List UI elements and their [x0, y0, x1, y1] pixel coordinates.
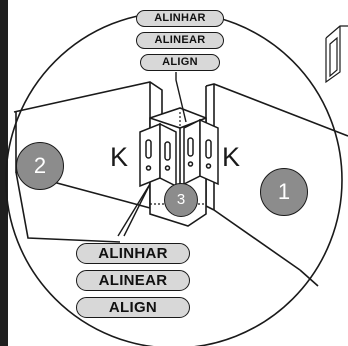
part-badge-3: 3	[164, 183, 198, 217]
align-label-top-pt: ALINHAR	[136, 10, 224, 27]
align-label-top-es: ALINEAR	[136, 32, 224, 49]
part-badge-2: 2	[16, 142, 64, 190]
bracket-right	[184, 120, 218, 184]
k-marker-right: K	[222, 144, 240, 171]
align-label-bottom-pt: ALINHAR	[76, 243, 190, 264]
align-label-bottom-es: ALINEAR	[76, 270, 190, 291]
cabinet-sketch	[326, 26, 348, 82]
part-badge-1: 1	[260, 168, 308, 216]
align-label-top-en: ALIGN	[140, 54, 220, 71]
align-label-bottom-en: ALIGN	[76, 297, 190, 318]
k-marker-left: K	[110, 144, 128, 171]
bracket-left	[140, 124, 176, 186]
